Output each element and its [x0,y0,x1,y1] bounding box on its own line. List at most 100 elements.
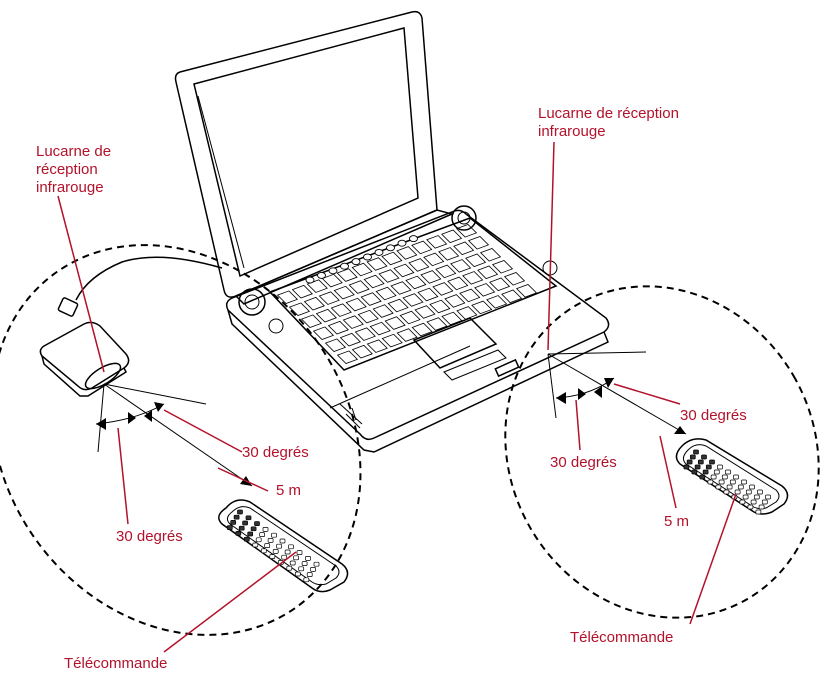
keyboard-key [420,270,442,284]
keyboard-key [330,303,352,317]
keyboard-key [351,262,373,277]
keyboard-key [450,259,472,273]
remote-button [765,494,771,500]
remote-button [276,543,282,549]
remote-button [761,499,768,505]
remote-button [243,536,250,542]
remote-button [288,544,294,550]
remote-button [683,464,690,470]
keyboard-key [411,322,433,337]
keyboard-key [360,292,382,306]
laptop-touchpad [412,317,498,369]
keyboard-key [276,290,299,304]
remote-button [733,474,739,480]
remote-button [289,560,296,566]
keyboard-key [318,291,340,305]
keyboard-key [501,289,523,304]
remote-button [313,561,320,567]
angle-label-right-upper: 30 degrés [680,407,747,424]
remote-button [293,555,299,561]
remote-button [729,479,736,485]
remote-button [755,509,762,515]
keyboard-key [467,236,490,250]
receiver-cable [75,256,223,301]
remote-button [262,527,269,532]
remote-button [272,549,279,554]
beam-edge-left-upper [103,383,207,405]
keyboard-key [491,260,514,274]
remote-button [710,474,717,480]
remote-button [254,521,260,526]
beam-edge-right-upper [547,351,647,355]
keyboard-key [327,320,349,335]
remote-button [264,543,271,548]
keyboard-key [393,263,415,278]
remote-button [230,520,237,525]
keyboard-key [441,229,463,244]
angle-label-right-lower: 30 degrés [550,454,617,471]
remote-button [279,538,286,544]
remote-button [260,548,267,554]
remote-button [303,577,310,583]
remote-button [745,489,752,495]
keyboard-key [369,321,391,336]
keyboard-key [453,241,475,256]
keyboard-key [459,288,481,303]
keyboard-key [474,283,496,297]
remote-button [718,479,725,485]
keyboard-key [387,298,409,313]
keyboard-key [426,235,448,249]
keyboard-key [405,275,427,290]
keyboard-key [489,277,511,292]
keyboard-key [423,252,445,267]
laptop-screen [193,27,419,278]
speaker-left [238,288,266,316]
keyboard-key [315,308,337,323]
remote-button [271,532,277,538]
remote-button [701,454,707,460]
remote-button [750,499,757,505]
keyboard-key [426,317,448,331]
remote-button [233,514,240,520]
keyboard-key [342,315,364,329]
remote-button [252,542,259,548]
remote-button [284,549,291,555]
keyboard-key [336,350,359,364]
keyboard-key [378,269,400,283]
keyboard-key [291,284,313,299]
keyboard-key [303,296,325,311]
remote-button [726,484,733,490]
keyboard-key [312,326,335,340]
keyboard-key [503,272,526,286]
remote-button [723,489,730,495]
remote-button [702,469,709,475]
keyboard-key [381,251,403,266]
remote-button [705,464,712,470]
speaker-right [451,205,477,231]
remote-button [298,566,305,572]
laptop-ir-window [494,358,520,378]
keyboard-key [354,327,376,341]
remote-control-right [675,438,789,515]
keyboard-key [402,293,424,307]
keyboard-key [363,274,385,289]
remote-button [734,489,741,495]
keyboard-key [477,265,499,280]
keyboard-key [396,246,418,260]
remote-button [757,489,763,495]
keyboard-key [375,286,397,301]
keyboard-key [465,253,487,268]
remote-control-left [218,499,349,593]
beam-axis-left [103,383,253,487]
receiver-ir-window [84,362,122,390]
keyboard-keys [276,224,538,364]
laptop [174,10,610,453]
remote-button [286,565,293,571]
range-boundary-left [0,244,362,636]
remote-button [250,526,257,532]
keyboard-key [336,268,358,282]
media-buttons [305,235,418,284]
keyboard-key [515,284,538,298]
remote-button [691,469,698,475]
